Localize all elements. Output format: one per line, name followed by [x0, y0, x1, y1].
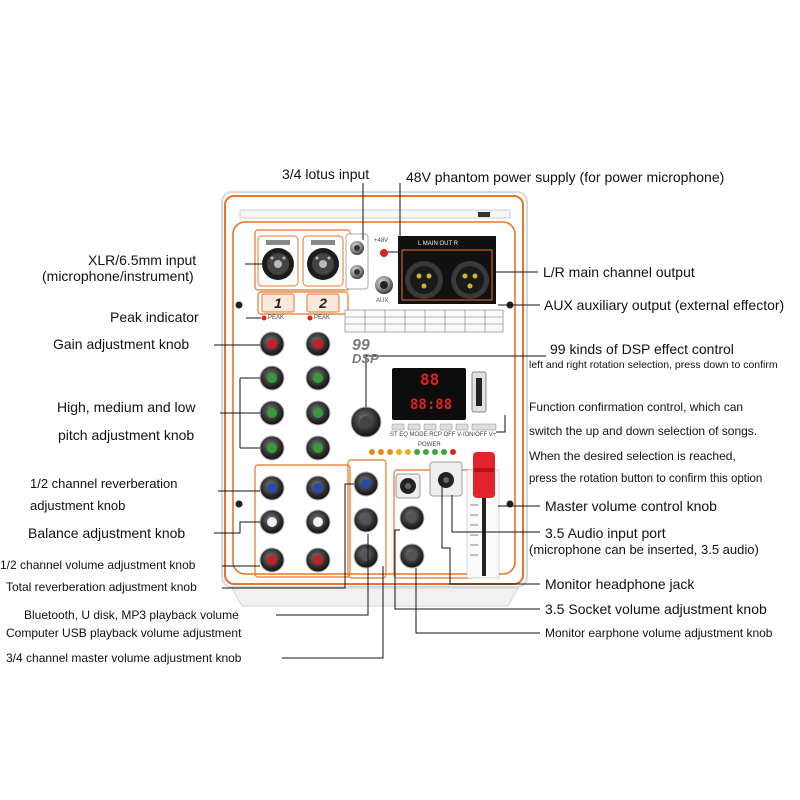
label-aux-output: AUX auxiliary output (external effector) [544, 297, 785, 313]
aux-output-jack[interactable] [375, 276, 393, 294]
label-earphone-volume: Monitor earphone volume adjustment knob [545, 626, 773, 640]
label-function-line1: Function confirmation control, which can [529, 400, 744, 414]
label-phantom-power: 48V phantom power supply (for power micr… [406, 169, 725, 185]
channel-volume-knob-2[interactable] [305, 547, 331, 573]
leader-ch34-master [282, 566, 384, 659]
dsp-logo: 99 DSP [352, 337, 379, 366]
dsp-effect-table [344, 309, 504, 333]
led-display [392, 368, 466, 420]
label-audio-input-line2: (microphone can be inserted, 3.5 audio) [529, 542, 759, 557]
label-ch34-master: 3/4 channel master volume adjustment kno… [6, 651, 242, 665]
peak-led-2 [307, 315, 313, 321]
leader-total-reverb [222, 483, 354, 589]
label-xlr-input: XLR/6.5mm input [88, 252, 197, 268]
label-balance-knob: Balance adjustment knob [28, 525, 186, 541]
audio-input-jack-3-5mm[interactable] [429, 461, 463, 497]
leader-balance [214, 521, 260, 534]
label-channel-volume: 1/2 channel volume adjustment knob [0, 558, 196, 572]
leader-dsp [365, 355, 546, 407]
xlr-main-out-right[interactable] [451, 261, 489, 299]
main-out-label: L MAIN OUT R [418, 241, 459, 247]
usb-port[interactable] [471, 371, 487, 413]
balance-knob-2[interactable] [305, 509, 331, 535]
master-fader[interactable] [466, 452, 500, 579]
leader-headphone [441, 475, 540, 585]
label-usb-volume: Computer USB playback volume adjustment [6, 626, 242, 640]
label-reverb-line1: 1/2 channel reverberation [30, 476, 178, 491]
leader-earphone-volume [415, 568, 540, 634]
peak-led-1 [261, 315, 267, 321]
leader-bt-volume [276, 534, 369, 616]
player-buttons[interactable] [391, 423, 497, 431]
label-main-output: L/R main channel output [543, 264, 695, 280]
leader-lines [214, 183, 546, 659]
leader-function [496, 415, 506, 433]
eq-low-knob-2[interactable] [305, 435, 331, 461]
monitor-headphone-jack[interactable] [395, 473, 421, 499]
label-audio-input-line1: 3.5 Audio input port [545, 525, 666, 541]
dsp-number: 99 [352, 337, 370, 354]
eq-low-knob-1[interactable] [259, 435, 285, 461]
socket-volume-knob[interactable] [399, 505, 425, 531]
label-headphone-jack: Monitor headphone jack [545, 576, 695, 592]
monitor-earphone-volume-knob[interactable] [399, 543, 425, 569]
peak-label-2: PEAK [314, 315, 331, 321]
ch34-master-volume-knob[interactable] [353, 543, 379, 569]
label-reverb-line2: adjustment knob [30, 498, 126, 513]
eq-high-knob-2[interactable] [305, 365, 331, 391]
gain-knob-2[interactable] [305, 331, 331, 357]
label-function-line4: press the rotation button to confirm thi… [529, 473, 763, 485]
label-eq-line2: pitch adjustment knob [58, 427, 195, 443]
label-total-reverb: Total reverberation adjustment knob [6, 580, 197, 594]
label-xlr-input-sub: (microphone/instrument) [42, 268, 194, 284]
gain-knob-1[interactable] [259, 331, 285, 357]
usb-playback-volume-knob[interactable] [353, 507, 379, 533]
label-eq-line1: High, medium and low [57, 399, 196, 415]
label-peak-indicator: Peak indicator [110, 309, 199, 325]
peak-label-1: PEAK [268, 315, 285, 321]
phantom-power-led [380, 249, 388, 257]
label-dsp-line1: 99 kinds of DSP effect control [550, 341, 734, 357]
xlr-combo-input-1[interactable] [257, 235, 299, 287]
player-buttons-label: ST EQ MODE RCP OFF V-/ON/OFF V+ [390, 432, 497, 438]
total-reverb-knob[interactable] [353, 471, 379, 497]
reverb-knob-2[interactable] [305, 475, 331, 501]
phantom-label: +48V [374, 238, 389, 244]
xlr-combo-input-2[interactable] [302, 235, 344, 287]
label-master-volume: Master volume control knob [545, 498, 717, 514]
leader-phantom-power [388, 183, 401, 253]
label-function-line3: When the desired selection is reached, [529, 449, 736, 463]
channel-2-badge: 2 [319, 295, 327, 311]
label-gain-knob: Gain adjustment knob [53, 336, 190, 352]
power-label: POWER [418, 442, 441, 448]
led-display-bottom: 88:88 [410, 397, 453, 413]
level-meter-leds [369, 449, 456, 455]
eq-mid-knob-2[interactable] [305, 400, 331, 426]
reverb-knob-1[interactable] [259, 475, 285, 501]
aux-label: AUX [376, 298, 389, 304]
leader-socket-volume [394, 529, 540, 610]
label-dsp-line2: left and right rotation selection, press… [529, 359, 778, 371]
xlr-main-out-left[interactable] [405, 261, 443, 299]
channel-1-badge: 1 [274, 295, 282, 311]
label-bt-volume: Bluetooth, U disk, MP3 playback volume [24, 608, 239, 622]
label-lotus-input: 3/4 lotus input [282, 166, 370, 182]
eq-high-knob-1[interactable] [259, 365, 285, 391]
label-function-line2: switch the up and down selection of song… [529, 424, 758, 438]
leader-audio-input [451, 495, 540, 533]
led-display-top: 88 [420, 370, 440, 389]
screw-icon [235, 500, 243, 508]
dsp-program-knob[interactable] [350, 406, 382, 438]
eq-mid-knob-1[interactable] [259, 400, 285, 426]
screw-icon [235, 301, 243, 309]
rca-lotus-input[interactable] [345, 233, 369, 290]
dsp-text: DSP [352, 351, 379, 366]
label-socket-volume: 3.5 Socket volume adjustment knob [545, 601, 767, 617]
balance-knob-1[interactable] [259, 509, 285, 535]
channel-volume-knob-1[interactable] [259, 547, 285, 573]
